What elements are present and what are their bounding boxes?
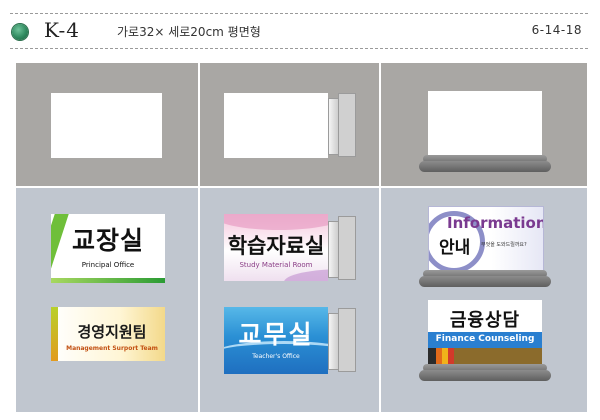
product-description: 가로32× 세로20cm 평면형 — [117, 25, 261, 39]
wall-mount-arm — [338, 308, 356, 372]
blank-desk-sign-cell — [381, 63, 587, 186]
purple-ring — [429, 211, 485, 271]
information-sign: Information 안내 무엇을 도와드릴까요? — [428, 206, 544, 272]
wall-mount-arm — [338, 216, 356, 280]
teachers-office-english: Teacher's Office — [252, 353, 300, 360]
principal-office-korean: 교장실 — [71, 226, 144, 255]
finance-counseling-sign: 금융상담 Finance Counseling — [428, 300, 542, 364]
management-support-korean: 경영지원팀 — [77, 323, 147, 341]
desk-stand-top — [423, 364, 547, 372]
finance-english: Finance Counseling — [435, 334, 535, 344]
management-support-english: Management Surport Team — [66, 345, 158, 352]
desk-stand-top — [423, 270, 547, 278]
color-block — [436, 348, 442, 364]
information-small-text: 무엇을 도와드릴까요? — [481, 242, 527, 248]
wall-mount-arm — [338, 93, 356, 157]
blank-desk-sign — [428, 91, 542, 155]
principal-office-english: Principal Office — [81, 261, 135, 269]
header-bottom-divider — [10, 48, 588, 49]
blank-wall-sign — [51, 93, 162, 158]
catalog-page-number: 6-14-18 — [531, 23, 582, 37]
header-top-divider — [10, 13, 588, 14]
desk-stand-base — [419, 370, 551, 381]
product-grid: 교장실 Principal Office 경영지원팀 Management Su… — [16, 63, 587, 412]
blank-wall-sign-cell — [16, 63, 198, 186]
color-block — [442, 348, 448, 364]
color-block — [428, 348, 436, 364]
pink-wave — [224, 214, 328, 230]
desk-stand-top — [423, 155, 547, 163]
purple-wave — [284, 269, 328, 281]
desk-stand-base — [419, 276, 551, 287]
principal-office-sign: 교장실 Principal Office — [51, 214, 165, 283]
yellow-accent-bar — [51, 307, 58, 361]
blank-projecting-sign-cell — [200, 63, 379, 186]
product-code: K-4 — [44, 18, 80, 42]
information-korean: 안내 — [439, 238, 471, 258]
green-orb-icon — [12, 24, 28, 40]
study-material-english: Study Material Room — [239, 261, 313, 269]
light-blue-band — [224, 341, 328, 366]
projecting-sign-samples-cell: 학습자료실 Study Material Room 교무실 Teacher's … — [200, 188, 379, 412]
desk-sign-samples-cell: Information 안내 무엇을 도와드릴까요? 금융상담 Finance … — [381, 188, 587, 412]
teachers-office-sign: 교무실 Teacher's Office — [224, 307, 328, 374]
study-material-korean: 학습자료실 — [227, 234, 325, 258]
green-bottom-bar — [51, 278, 165, 283]
desk-stand-base — [419, 161, 551, 172]
brown-strip — [428, 348, 542, 364]
blue-band — [428, 332, 542, 348]
finance-korean: 금융상담 — [449, 310, 521, 331]
study-material-sign: 학습자료실 Study Material Room — [224, 214, 328, 281]
teachers-office-korean: 교무실 — [238, 320, 314, 349]
information-title: Information — [447, 214, 544, 232]
wall-sign-samples-cell: 교장실 Principal Office 경영지원팀 Management Su… — [16, 188, 198, 412]
blank-projecting-sign — [224, 93, 328, 158]
color-block — [448, 348, 454, 364]
management-support-sign: 경영지원팀 Management Surport Team — [51, 307, 165, 361]
